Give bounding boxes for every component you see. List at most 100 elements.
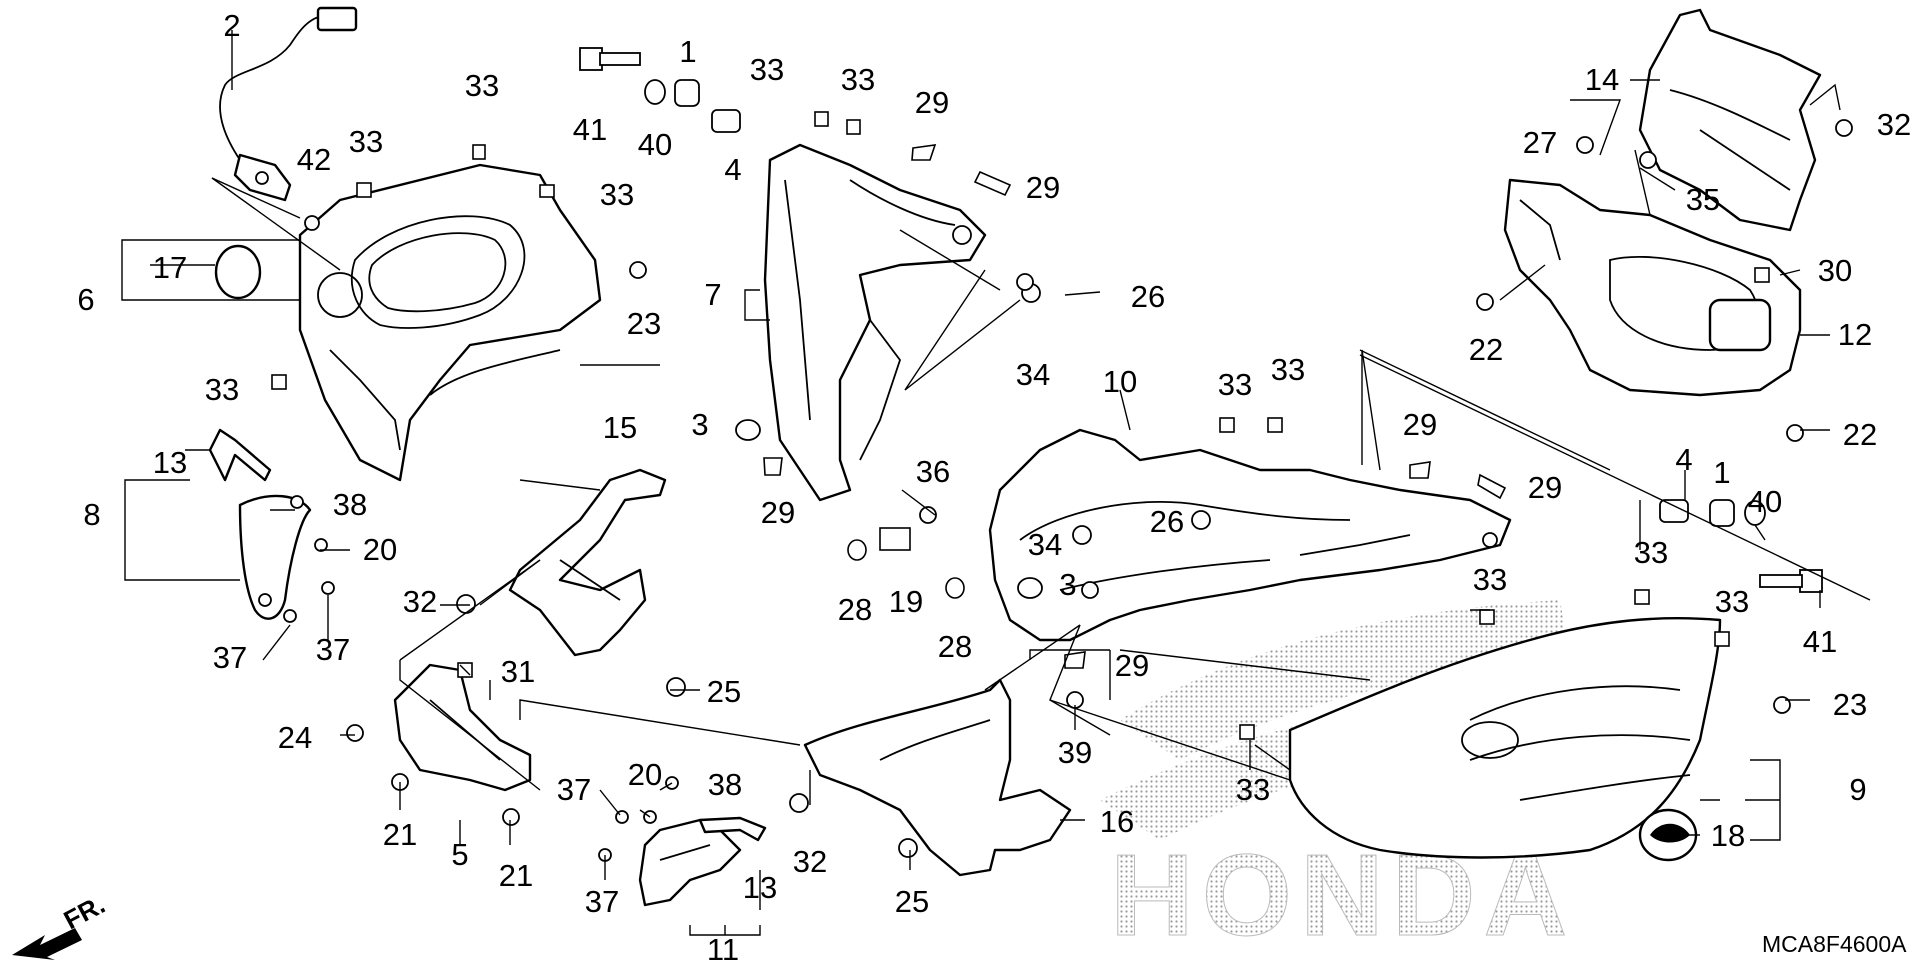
collar-4-top [711, 109, 741, 133]
plate-19 [879, 527, 911, 551]
grommet-28-b [945, 577, 965, 599]
callout-28: 28 [838, 592, 872, 627]
callout-4: 4 [724, 152, 741, 187]
clip-29-a [911, 144, 937, 161]
leader-lines [121, 30, 1871, 936]
part-10-center-inner-fairing [988, 428, 1512, 642]
screw-32-c [789, 793, 809, 813]
screw-32-a [1835, 119, 1853, 137]
part-2-wire-harness [219, 6, 358, 202]
screw-37-a [283, 609, 297, 623]
callout-33: 33 [750, 52, 784, 87]
callout-33: 33 [841, 62, 875, 97]
callout-35: 35 [1686, 182, 1720, 217]
callout-33: 33 [1271, 352, 1305, 387]
screw-37-b [321, 581, 335, 595]
callout-22: 22 [1843, 417, 1877, 452]
fr-label: FR. [59, 889, 110, 935]
callout-19: 19 [889, 584, 923, 619]
rubber-3-a [735, 419, 761, 441]
callout-37: 37 [213, 640, 247, 675]
part-9-right-outer-panel [1288, 617, 1722, 859]
callout-8: 8 [83, 497, 100, 532]
callout-33: 33 [1236, 772, 1270, 807]
screw-27 [1576, 136, 1594, 154]
screw-38-a [290, 495, 304, 509]
callout-33: 33 [600, 177, 634, 212]
nut-33-f [846, 119, 861, 135]
screw-25-b [898, 838, 918, 858]
callout-27: 27 [1523, 125, 1557, 160]
nut-33-i [1634, 589, 1650, 605]
callout-29: 29 [1026, 170, 1060, 205]
nut-33-d [271, 374, 287, 390]
callout-11: 11 [707, 932, 739, 960]
nut-30 [1754, 267, 1770, 283]
grommet-1-top [674, 79, 700, 107]
grommet-1-right [1709, 499, 1735, 527]
callout-10: 10 [1103, 364, 1137, 399]
nut-33-c [539, 184, 555, 198]
bolt-41-right [1759, 569, 1823, 593]
callout-17: 17 [153, 250, 187, 285]
callout-28: 28 [938, 629, 972, 664]
callout-37: 37 [557, 772, 591, 807]
bolt-34-a [1016, 273, 1034, 291]
part-6-left-inner-panel [298, 163, 602, 482]
callout-29: 29 [761, 495, 795, 530]
callout-2: 2 [223, 8, 240, 43]
callout-33: 33 [349, 124, 383, 159]
callout-4: 4 [1675, 442, 1692, 477]
callout-41: 41 [573, 112, 607, 147]
callout-9: 9 [1849, 772, 1866, 807]
callout-29: 29 [1403, 407, 1437, 442]
callout-36: 36 [916, 454, 950, 489]
part-14-upper-right-cover [1638, 8, 1822, 232]
front-direction-indicator: FR. [12, 889, 110, 960]
callout-34: 34 [1028, 527, 1062, 562]
callout-7: 7 [704, 277, 721, 312]
callout-33: 33 [1218, 367, 1252, 402]
callout-22: 22 [1469, 332, 1503, 367]
part-13-lower-clip [698, 816, 767, 842]
part-7-center-bracket [763, 143, 987, 502]
callout-26: 26 [1150, 504, 1184, 539]
callout-23: 23 [1833, 687, 1867, 722]
nut-33-b [356, 182, 372, 198]
clip-29-c [763, 457, 783, 476]
part-13-left-clip [208, 428, 272, 482]
callout-13: 13 [153, 445, 187, 480]
screw-42 [304, 215, 320, 231]
screw-23-a [629, 261, 647, 279]
callout-40: 40 [1748, 484, 1782, 519]
callout-38: 38 [333, 487, 367, 522]
callout-29: 29 [1528, 470, 1562, 505]
callout-33: 33 [1634, 535, 1668, 570]
callout-33: 33 [465, 68, 499, 103]
callout-32: 32 [1877, 107, 1911, 142]
callout-12: 12 [1838, 317, 1872, 352]
washer-40-top [644, 79, 666, 105]
callout-3: 3 [691, 407, 708, 442]
clip-29-e [1477, 473, 1507, 500]
callout-29: 29 [1115, 648, 1149, 683]
callout-30: 30 [1818, 253, 1852, 288]
nut-35 [1639, 151, 1657, 169]
screw-24 [346, 724, 364, 742]
clip-29-b [973, 170, 1012, 197]
callout-16: 16 [1100, 804, 1134, 839]
callout-41: 41 [1803, 624, 1837, 659]
callout-33: 33 [1473, 562, 1507, 597]
callout-42: 42 [297, 142, 331, 177]
nut-33-h [1267, 417, 1283, 433]
nut-33-k [1714, 631, 1730, 647]
callout-20: 20 [363, 532, 397, 567]
part-15-lower-stay [508, 468, 667, 657]
callout-39: 39 [1058, 735, 1092, 770]
screw-25-a [666, 677, 686, 697]
callout-13: 13 [743, 870, 777, 905]
callout-24: 24 [278, 720, 312, 755]
screw-26-b [1191, 510, 1211, 530]
screw-20-a [314, 538, 328, 552]
